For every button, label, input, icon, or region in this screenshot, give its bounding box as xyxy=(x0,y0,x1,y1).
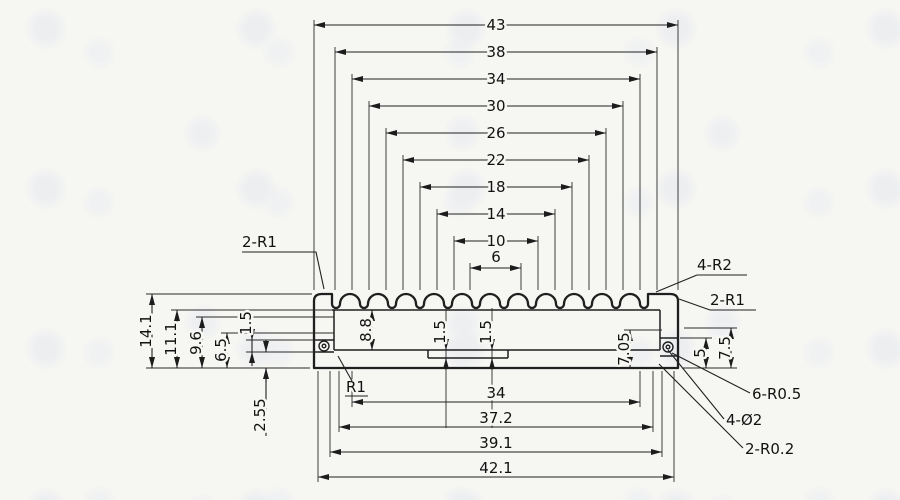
dim-label: 18 xyxy=(486,178,505,196)
dim-1-5-center-a: 1.5 xyxy=(429,308,452,428)
dim-37-2: 37.2 xyxy=(338,371,654,432)
bottom-dimensions: 34 37.2 39.1 42.1 xyxy=(317,371,675,482)
dim-1-5-center-b: 1.5 xyxy=(475,308,498,428)
dim-14: 14 xyxy=(436,203,556,290)
leader-line xyxy=(337,355,353,382)
screw-hole-right xyxy=(662,341,674,353)
leader-line xyxy=(667,349,725,420)
screw-hole-left-pilot xyxy=(321,343,327,349)
callout-label: 6-R0.5 xyxy=(752,385,801,403)
callout-2r02: 2-R0.2 xyxy=(658,363,796,460)
dim-6: 6 xyxy=(469,246,522,290)
dim-label: 38 xyxy=(486,43,505,61)
dim-22: 22 xyxy=(402,149,590,290)
dim-label: 14.1 xyxy=(137,314,155,347)
extrusion-profile xyxy=(312,292,680,370)
dim-label: 5 xyxy=(691,348,709,358)
dim-label: 39.1 xyxy=(479,434,512,452)
dim-11-1: 11.1 xyxy=(160,309,332,368)
dim-9-6: 9.6 xyxy=(185,316,334,368)
dim-label: 7.05 xyxy=(615,332,633,365)
dim-6-5: 6.5 xyxy=(210,332,334,368)
callout-label: 2-R1 xyxy=(710,291,745,309)
dim-label: 26 xyxy=(486,124,505,142)
callout-top-left-2r1: 2-R1 xyxy=(240,231,325,290)
dim-label: 11.1 xyxy=(162,322,180,355)
callout-label: 4-R2 xyxy=(697,256,732,274)
dim-1-5-left: 1.5 xyxy=(235,309,318,366)
dim-5: 5 xyxy=(680,337,712,368)
top-dimensions: 43 38 34 30 26 xyxy=(313,14,679,290)
dim-label: 6 xyxy=(491,248,501,266)
screw-hole-left xyxy=(318,340,330,352)
dim-42-1: 42.1 xyxy=(317,371,675,482)
dim-34: 34 xyxy=(351,68,641,290)
callout-right-2r1: 2-R1 xyxy=(678,289,756,311)
dim-label: 42.1 xyxy=(479,459,512,477)
dim-2-55: 2.55 xyxy=(249,340,314,436)
dim-39-1: 39.1 xyxy=(329,371,663,457)
dim-label: 10 xyxy=(486,232,505,250)
dim-label: 14 xyxy=(486,205,505,223)
leader-line xyxy=(658,363,744,449)
callout-4-dia2: 4-Ø2 xyxy=(667,349,764,431)
dim-30: 30 xyxy=(368,95,624,290)
leader-line xyxy=(655,274,698,293)
right-dimensions: 5 7.5 xyxy=(680,327,737,369)
leader-line xyxy=(290,251,325,290)
dim-label: 1.5 xyxy=(237,311,255,335)
dim-10: 10 xyxy=(453,230,539,290)
extrusion-profile-outline xyxy=(312,292,680,370)
dim-14-1: 14.1 xyxy=(135,293,312,369)
callouts: 2-R1 4-R2 2-R1 6-R0.5 4-Ø2 2-R0.2 R1 xyxy=(240,231,803,460)
dim-38: 38 xyxy=(334,41,658,290)
callout-6r05: 6-R0.5 xyxy=(671,352,803,405)
screw-hole-right-pilot xyxy=(665,344,671,350)
dim-8-8: 8.8 xyxy=(355,310,378,350)
dim-label: 9.6 xyxy=(187,331,205,355)
dim-label: 43 xyxy=(486,16,505,34)
dim-26: 26 xyxy=(385,122,607,290)
dim-label: 6.5 xyxy=(212,338,230,362)
dim-label: 1.5 xyxy=(431,320,449,344)
dim-7-5: 7.5 xyxy=(684,327,737,368)
inner-dimensions: 8.8 1.5 1.5 7.05 xyxy=(355,308,662,428)
leader-line xyxy=(671,352,751,394)
dim-label: 8.8 xyxy=(357,318,375,342)
dim-label: 22 xyxy=(486,151,505,169)
dim-label: 34 xyxy=(486,384,505,402)
callout-label: 2-R1 xyxy=(242,233,277,251)
dim-label: 34 xyxy=(486,70,505,88)
callout-label: R1 xyxy=(346,378,366,396)
dim-18: 18 xyxy=(419,176,573,290)
dim-label: 1.5 xyxy=(477,320,495,344)
left-dimensions: 14.1 11.1 9.6 6.5 1.5 xyxy=(135,293,334,436)
callout-label: 4-Ø2 xyxy=(726,411,762,429)
dim-7-05: 7.05 xyxy=(613,329,662,368)
dim-label: 30 xyxy=(486,97,505,115)
callout-top-right-4r2: 4-R2 xyxy=(655,254,747,293)
dim-34-bottom: 34 xyxy=(351,371,641,407)
dim-label: 2.55 xyxy=(251,398,269,431)
leader-line xyxy=(678,298,711,311)
callout-label: 2-R0.2 xyxy=(745,440,794,458)
dim-43: 43 xyxy=(313,14,679,290)
dim-label: 7.5 xyxy=(716,336,734,360)
callout-r1-inner: R1 xyxy=(337,355,368,398)
dim-label: 37.2 xyxy=(479,409,512,427)
